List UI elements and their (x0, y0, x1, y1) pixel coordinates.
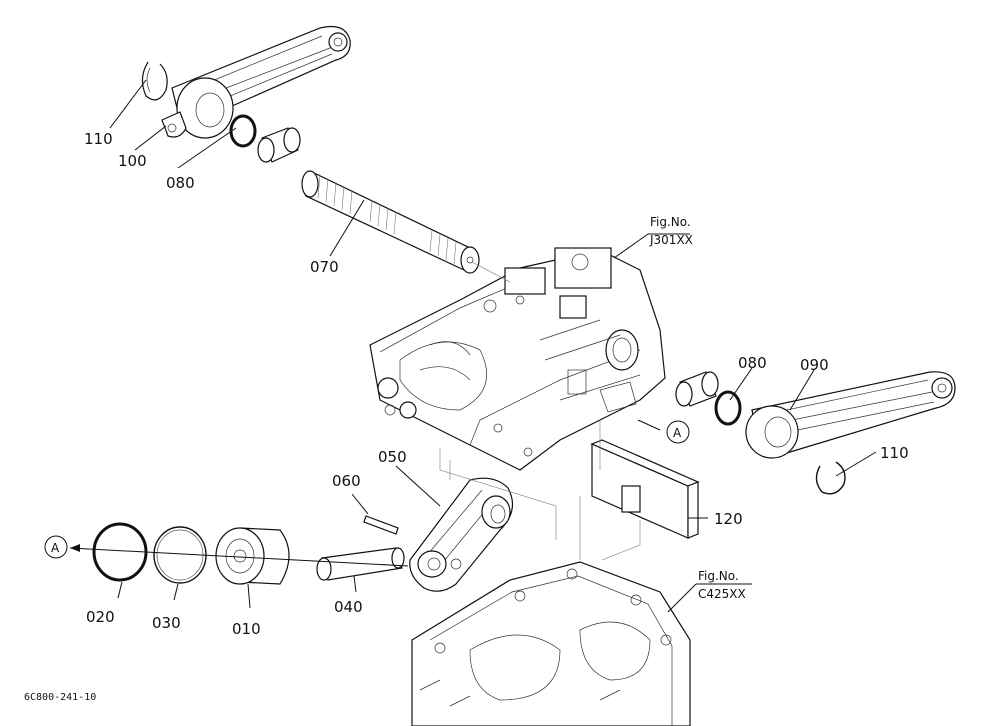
fig-ref-top: Fig.No. J301XX (649, 215, 693, 247)
callout-040: 040 (334, 598, 363, 616)
callout-080-left: 080 (166, 174, 195, 192)
piston-010 (215, 527, 290, 585)
marker-a-right: A (666, 420, 690, 444)
transmission-case (411, 561, 691, 726)
fig-label-top: Fig.No. (650, 215, 691, 229)
callout-100: 100 (118, 152, 147, 170)
assembly-lines (69, 261, 661, 567)
drawing-code: 6C800-241-10 (24, 692, 97, 703)
spline-shaft-070 (301, 170, 480, 274)
pin-060 (363, 515, 399, 535)
bushing-right (675, 371, 719, 407)
o-ring-080-left (229, 114, 257, 148)
callout-030: 030 (152, 614, 181, 632)
lift-arm-left (161, 25, 351, 139)
lift-arm-right-090 (745, 371, 956, 459)
snap-ring-110-top (141, 61, 168, 101)
callout-labels: 110 100 080 070 080 090 110 050 060 120 … (84, 130, 909, 638)
callout-110-right: 110 (880, 444, 909, 462)
hydraulic-housing (369, 247, 666, 471)
callout-110-top: 110 (84, 130, 113, 148)
callout-060: 060 (332, 472, 361, 490)
marker-a-left-label: A (51, 541, 60, 555)
marker-a-left: A (44, 535, 80, 559)
fig-number-bottom: C425XX (698, 587, 746, 601)
plate-120 (590, 439, 700, 539)
callout-120: 120 (714, 510, 743, 528)
callout-050: 050 (378, 448, 407, 466)
callout-070: 070 (310, 258, 339, 276)
callout-080-right: 080 (738, 354, 767, 372)
callout-020: 020 (86, 608, 115, 626)
fig-label-bottom: Fig.No. (698, 569, 739, 583)
callout-leaders (109, 79, 877, 613)
snap-ring-110-right (815, 461, 846, 495)
o-ring-080-right (714, 390, 742, 426)
fig-number-top: J301XX (649, 233, 693, 247)
fig-ref-bottom: Fig.No. C425XX (698, 569, 746, 601)
callout-010: 010 (232, 620, 261, 638)
bushing-left (257, 127, 301, 163)
marker-a-right-label: A (673, 426, 682, 440)
callout-090: 090 (800, 356, 829, 374)
piston-rod-040 (316, 547, 405, 581)
link-arm-050 (409, 477, 514, 592)
